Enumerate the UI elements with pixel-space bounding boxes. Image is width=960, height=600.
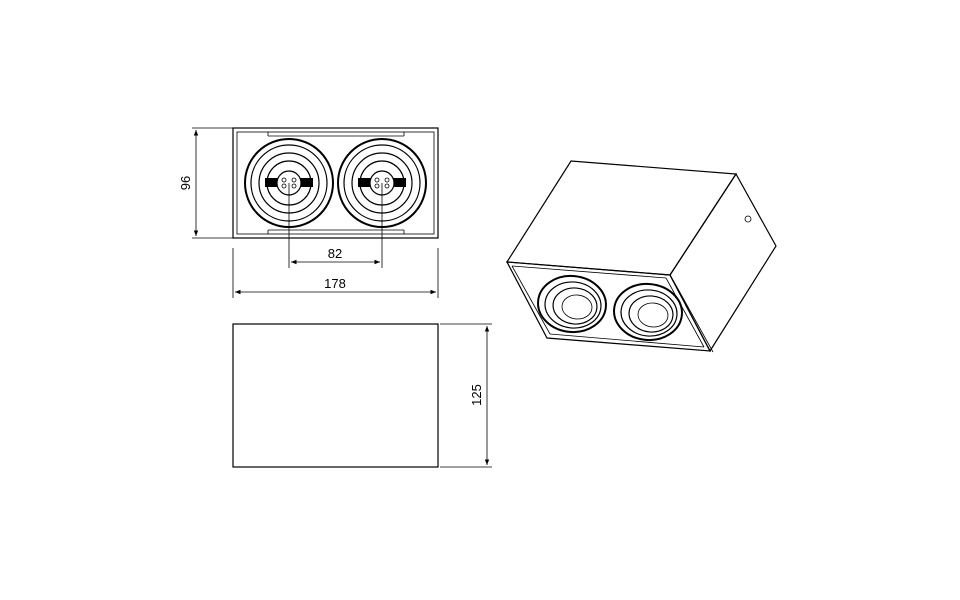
- top-view: 96 82 178: [178, 127, 439, 298]
- side-view: 125: [232, 323, 492, 468]
- iso-left-lamp: [537, 274, 607, 334]
- iso-right-lamp: [613, 282, 683, 342]
- dim-spacing-label: 82: [328, 246, 342, 261]
- dim-width-label: 178: [324, 276, 346, 291]
- dim-depth-label: 125: [469, 384, 484, 406]
- isometric-view: [505, 160, 777, 353]
- dim-height-label: 96: [178, 176, 193, 190]
